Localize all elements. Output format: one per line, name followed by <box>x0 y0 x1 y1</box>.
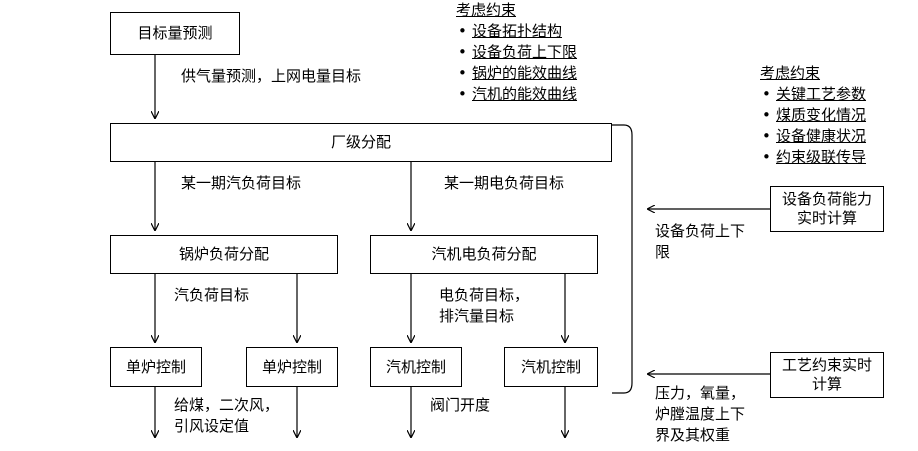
top-constraint-item: 设备拓扑结构 <box>456 21 577 42</box>
top-constraints: 考虑约束 设备拓扑结构 设备负荷上下限 锅炉的能效曲线 汽机的能效曲线 <box>456 0 577 105</box>
capacity-limits-line-2: 限 <box>655 243 671 261</box>
right-constraint-item: 设备健康状况 <box>760 126 866 147</box>
boiler-outputs-label: 给煤，二次风， 引风设定值 <box>174 395 279 437</box>
right-constraints: 考虑约束 关键工艺参数 煤质变化情况 设备健康状况 约束级联传导 <box>760 63 866 168</box>
boiler-outputs-line-1: 给煤，二次风， <box>174 396 280 414</box>
turbine-control-box-1: 汽机控制 <box>370 347 462 387</box>
process-outputs-line-1: 压力，氧量， <box>655 384 746 402</box>
process-outputs-line-3: 界及其权重 <box>655 426 731 444</box>
turbine-targets-line-2: 排汽量目标 <box>439 307 515 325</box>
target-forecast-box: 目标量预测 <box>110 12 240 55</box>
plant-allocation-box: 厂级分配 <box>110 123 612 162</box>
steam-target-label: 某一期汽负荷目标 <box>181 174 302 192</box>
right-constraint-item: 约束级联传导 <box>760 147 866 168</box>
turbine-targets-label: 电负荷目标， 排汽量目标 <box>439 285 529 327</box>
right-constraint-item: 关键工艺参数 <box>760 84 866 105</box>
right-constraint-item: 煤质变化情况 <box>760 105 866 126</box>
top-constraint-item: 设备负荷上下限 <box>456 42 577 63</box>
bracket <box>612 124 633 394</box>
capacity-limits-label: 设备负荷上下 限 <box>655 221 745 263</box>
process-calc-box: 工艺约束实时计算 <box>770 352 884 398</box>
capacity-limits-line-1: 设备负荷上下 <box>655 222 746 240</box>
turbine-control-box-2: 汽机控制 <box>504 347 598 387</box>
top-constraint-item: 汽机的能效曲线 <box>456 84 577 105</box>
process-outputs-line-2: 炉膛温度上下 <box>655 405 746 423</box>
right-constraints-title: 考虑约束 <box>760 64 821 82</box>
electric-target-label: 某一期电负荷目标 <box>444 174 565 192</box>
capacity-calc-box: 设备负荷能力实时计算 <box>770 186 884 232</box>
boiler-steam-target-label: 汽负荷目标 <box>174 286 250 304</box>
top-constraints-title: 考虑约束 <box>456 1 517 19</box>
boiler-control-box-1: 单炉控制 <box>110 347 202 387</box>
turbine-allocation-box: 汽机电负荷分配 <box>370 235 598 274</box>
valve-opening-label: 阀门开度 <box>430 396 491 414</box>
boiler-allocation-box: 锅炉负荷分配 <box>110 235 338 274</box>
boiler-outputs-line-2: 引风设定值 <box>174 417 250 435</box>
process-outputs-label: 压力，氧量， 炉膛温度上下 界及其权重 <box>655 383 745 446</box>
turbine-targets-line-1: 电负荷目标， <box>439 286 530 304</box>
top-constraint-item: 锅炉的能效曲线 <box>456 63 577 84</box>
supply-target-label: 供气量预测，上网电量目标 <box>181 67 362 85</box>
boiler-control-box-2: 单炉控制 <box>246 347 338 387</box>
